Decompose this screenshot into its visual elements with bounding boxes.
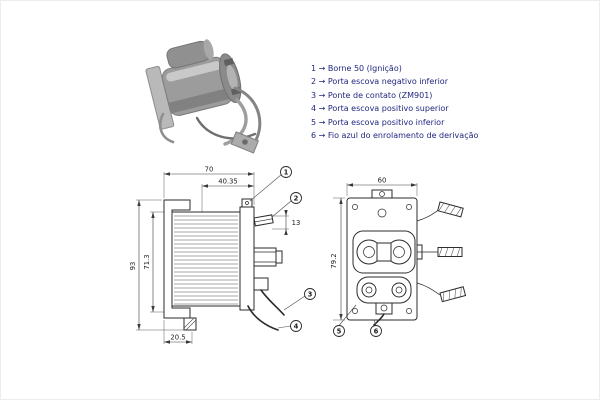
svg-text:6: 6 [374,327,379,335]
photo-solenoid-body [145,39,242,130]
legend-item-5: 5 → Porta escova positivo inferior [311,117,445,127]
dim-base-offset: 20.5 [170,334,185,342]
brush-lower [439,286,467,303]
front-view-dimension-lines [339,183,417,320]
svg-text:3: 3 [308,290,313,298]
dim-terminal: 13 [292,219,301,227]
dim-total-width: 70 [205,166,214,174]
dim-total-height: 93 [129,262,137,271]
dim-front-width: 60 [378,177,387,185]
side-view-dimension-lines [137,172,288,344]
brush-lead-wire-upper [260,289,285,316]
terminal-borne-50 [241,198,253,208]
side-view-part [163,198,285,331]
callout-2: 2 [271,192,302,218]
dim-inner-width: 40.35 [218,178,237,186]
legend-item-3: 3 → Ponte de contato (ZM901) [311,90,433,100]
terminal-blade [253,214,274,227]
dim-front-height: 79.2 [330,253,338,268]
shunt-wire [373,313,385,326]
brush-middle [437,247,463,257]
product-photo [145,39,262,154]
front-view-extension-lines [333,183,418,321]
legend-item-1: 1 → Borne 50 (Ignição) [311,64,402,73]
legend-item-4: 4 → Porta escova positivo superior [311,104,449,114]
contact-bolt [253,247,277,267]
lower-terminal [253,277,269,291]
front-view-part [346,189,467,326]
svg-text:1: 1 [284,168,289,176]
brush-lead-wire-lower [247,305,279,331]
photo-bracket [230,131,260,154]
callout-6: 6 [370,319,382,337]
svg-text:4: 4 [294,322,299,330]
legend: 1 → Borne 50 (Ignição) 2 → Porta escova … [311,62,491,142]
front-view-drawing: 60 79.2 [330,177,467,337]
svg-text:2: 2 [294,194,299,202]
side-view-drawing: 70 40.35 93 71.3 20.5 13 1 2 [129,166,316,344]
callout-5: 5 [333,304,357,337]
callout-1: 1 [249,166,292,202]
callout-3: 3 [283,288,316,311]
mount-tab [371,189,393,199]
dim-inner-height: 71.3 [143,254,151,269]
brush-upper [437,201,464,218]
legend-item-2: 2 → Porta escova negativo inferior [311,77,448,87]
svg-text:5: 5 [337,327,342,335]
legend-item-6: 6 → Fio azul do enrolamento de derivação [311,131,479,141]
side-view-extension-lines [136,172,289,344]
callout-4: 4 [277,320,302,332]
bottom-stud [183,317,197,331]
